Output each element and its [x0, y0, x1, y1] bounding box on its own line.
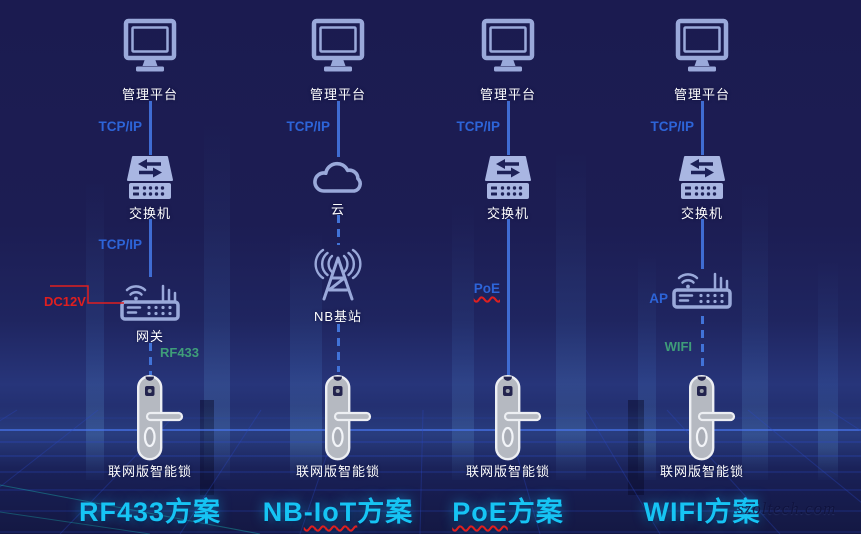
solution-title-rf433: RF433方案	[50, 490, 250, 529]
smart-lock-icon	[325, 375, 372, 461]
platform-label: 管理平台	[309, 87, 366, 102]
connector-line	[506, 219, 510, 375]
solution-title-nbiot: NB-IoT方案	[238, 490, 438, 529]
lock-label: 联网版智能锁	[659, 464, 744, 479]
platform-label: 管理平台	[121, 87, 178, 102]
link-label: TCP/IP	[456, 119, 500, 134]
connector-line-dashed	[336, 324, 340, 372]
base-station-label: NB基站	[313, 309, 363, 324]
column-nbiot: 管理平台 TCP/IP 云 NB基站	[238, 0, 438, 534]
link-label: TCP/IP	[286, 119, 330, 134]
wifi-link-label: WIFI	[664, 339, 692, 354]
smart-lock-icon	[137, 375, 184, 461]
ap-label: AP	[649, 291, 668, 306]
title-pre: RF433方案	[78, 497, 222, 527]
ap-router-icon	[672, 272, 732, 309]
nb-base-station-icon	[314, 248, 362, 301]
connector-line	[148, 101, 152, 155]
solution-title-poe: PoE方案	[408, 490, 608, 529]
smart-lock-icon	[495, 375, 542, 461]
switch-label: 交换机	[128, 206, 171, 221]
rf433-link-label: RF433	[160, 345, 200, 360]
column-poe: 管理平台 TCP/IP 交换机 PoE 联网版智能锁 PoE方案	[408, 0, 608, 534]
cloud-label: 云	[330, 202, 345, 217]
monitor-icon	[123, 18, 177, 72]
link-label: TCP/IP	[98, 237, 142, 252]
switch-label: 交换机	[486, 206, 529, 221]
switch-icon	[485, 156, 531, 199]
title-post: 方案	[357, 497, 414, 527]
connector-line	[336, 101, 340, 157]
platform-label: 管理平台	[673, 87, 730, 102]
smart-lock-icon	[689, 375, 736, 461]
title-wavy: PoE	[452, 497, 508, 527]
connector-line	[148, 219, 152, 277]
switch-label: 交换机	[680, 206, 723, 221]
solution-title-wifi: WIFI方案	[602, 490, 802, 529]
link-label: TCP/IP	[98, 119, 142, 134]
dc12v-label: DC12V	[44, 294, 86, 309]
column-rf433: 管理平台 TCP/IP 交换机 TCP/IP	[50, 0, 250, 534]
title-post: 方案	[507, 497, 564, 527]
connector-line-dashed	[148, 343, 152, 375]
light-beam	[818, 260, 838, 480]
connector-line	[700, 101, 704, 155]
link-label: TCP/IP	[650, 119, 694, 134]
title-pre: NB	[262, 497, 304, 527]
switch-icon	[127, 156, 173, 199]
watermark: szoltech.com	[737, 499, 837, 518]
poe-link-label: PoE	[474, 281, 500, 296]
title-pre: WIFI方案	[643, 497, 761, 527]
cloud-icon	[313, 161, 362, 193]
column-wifi: 管理平台 TCP/IP 交换机	[602, 0, 802, 534]
switch-icon	[679, 156, 725, 199]
connector-line	[506, 101, 510, 155]
gateway-router-icon	[120, 284, 180, 321]
lock-label: 联网版智能锁	[295, 464, 380, 479]
lock-label: 联网版智能锁	[107, 464, 192, 479]
connector-line-dashed	[700, 316, 704, 372]
monitor-icon	[481, 18, 535, 72]
title-wavy: -IoT	[303, 497, 358, 527]
monitor-icon	[311, 18, 365, 72]
platform-label: 管理平台	[479, 87, 536, 102]
lock-label: 联网版智能锁	[465, 464, 550, 479]
poe-link-text: PoE	[473, 281, 500, 296]
gateway-label: 网关	[135, 329, 164, 344]
connector-line	[700, 219, 704, 269]
monitor-icon	[675, 18, 729, 72]
connector-line-dashed	[336, 215, 340, 245]
